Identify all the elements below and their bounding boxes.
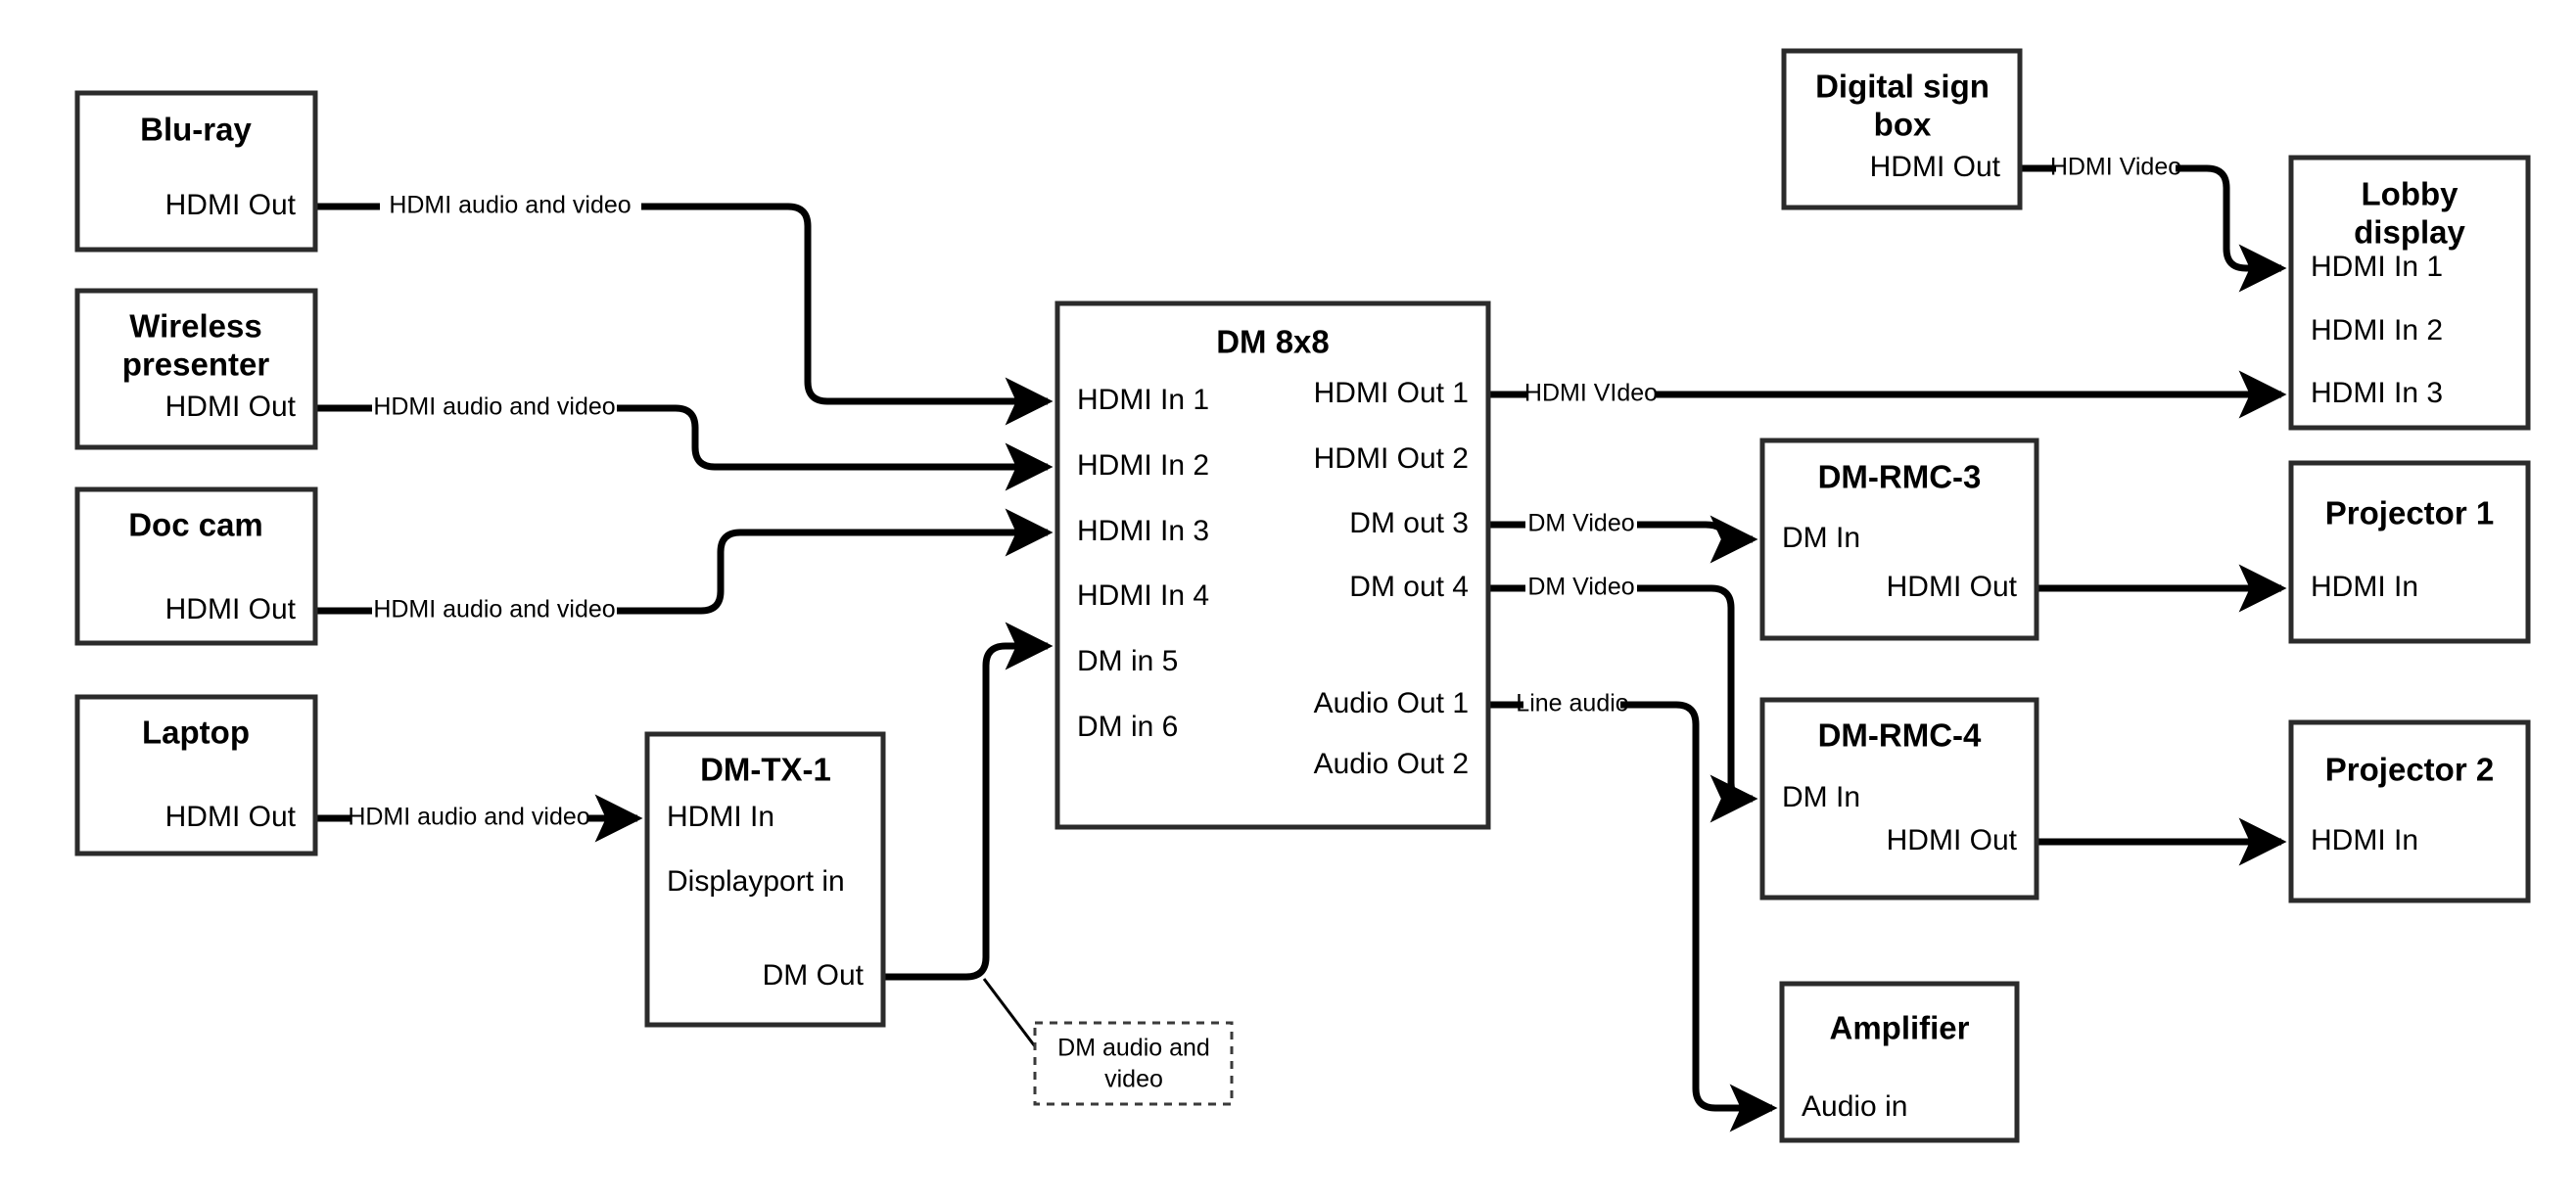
device-amplifier[interactable]: Amplifier Audio in (1779, 981, 2020, 1143)
wire-doccam-to-dm-in3: HDMI audio and video (315, 508, 1054, 624)
laptop-box[interactable] (74, 694, 318, 856)
dm-8x8-output-dm-out-3: DM out 3 (1349, 507, 1469, 539)
bluray-title: Blu-ray (140, 112, 252, 148)
dm-8x8-output-dm-out-4: DM out 4 (1349, 571, 1469, 603)
device-bluray[interactable]: Blu-ray HDMI Out (74, 90, 318, 253)
projector-2-title: Projector 2 (2325, 752, 2494, 788)
dm-rmc-3-box[interactable] (1759, 438, 2039, 641)
lobby-display-port-hdmi-in-3: HDMI In 3 (2311, 377, 2443, 409)
dm-8x8-input-hdmi-in-2: HDMI In 2 (1077, 449, 1209, 482)
wire-bluray-to-dm-in1: HDMI audio and video (315, 192, 1054, 426)
wireless-presenter-port-hdmi-out: HDMI Out (165, 391, 297, 423)
dm-rmc-4-title: DM-RMC-4 (1818, 717, 1982, 754)
laptop-title: Laptop (142, 715, 250, 751)
dm-rmc-3-port-dm-in: DM In (1782, 522, 1860, 554)
bluray-port-hdmi-out: HDMI Out (165, 189, 297, 221)
amplifier-box[interactable] (1779, 981, 2020, 1143)
wire-dmtx-to-dm-in5 (883, 622, 1054, 981)
dm-8x8-input-hdmi-in-1: HDMI In 1 (1077, 384, 1209, 416)
wire-dmout3-to-rmc3: DM Video (1488, 510, 1758, 564)
projector-2-box[interactable] (2288, 719, 2531, 903)
projector-1-port-hdmi-in: HDMI In (2311, 571, 2418, 603)
wire-audioout1-to-amplifier: Line audio (1488, 690, 1778, 1132)
digital-sign-box[interactable] (1781, 48, 2023, 210)
dm-tx-1-port-dm-out: DM Out (763, 959, 865, 992)
amplifier-title: Amplifier (1829, 1010, 1969, 1046)
dm-8x8-input-dm-in-5: DM in 5 (1077, 645, 1178, 677)
callout-leader-line (982, 978, 1040, 1051)
wire-label-dm-video-3: DM Video (1527, 510, 1634, 537)
wire-label-bluray: HDMI audio and video (389, 192, 631, 219)
dm-8x8-output-audio-out-1: Audio Out 1 (1314, 687, 1469, 719)
dm-8x8-input-hdmi-in-3: HDMI In 3 (1077, 515, 1209, 547)
device-projector-2[interactable]: Projector 2 HDMI In (2288, 719, 2531, 903)
lobby-display-port-hdmi-in-2: HDMI In 2 (2311, 314, 2443, 346)
doc-cam-title: Doc cam (128, 507, 263, 543)
callout-dm-audio-video-line2: video (1104, 1066, 1163, 1093)
dm-8x8-output-hdmi-out-1: HDMI Out 1 (1314, 377, 1469, 409)
device-dm-tx-1[interactable]: DM-TX-1 HDMI In Displayport in DM Out (644, 731, 886, 1028)
bluray-box[interactable] (74, 90, 318, 253)
device-dm-rmc-4[interactable]: DM-RMC-4 DM In HDMI Out (1759, 697, 2039, 901)
lobby-display-title-line1: Lobby (2362, 176, 2459, 212)
dm-8x8-output-hdmi-out-2: HDMI Out 2 (1314, 442, 1469, 475)
wireless-presenter-title-line2: presenter (122, 346, 270, 383)
laptop-port-hdmi-out: HDMI Out (165, 801, 297, 833)
projector-1-box[interactable] (2288, 460, 2531, 644)
wire-label-hdmi-video-out1: HDMI VIdeo (1524, 380, 1658, 407)
dm-rmc-4-port-dm-in: DM In (1782, 781, 1860, 813)
dm-rmc-4-port-hdmi-out: HDMI Out (1887, 824, 2018, 856)
wire-sign-to-lobby-in1: HDMI Video (2020, 154, 2287, 293)
lobby-display-port-hdmi-in-1: HDMI In 1 (2311, 251, 2443, 283)
lobby-display-box[interactable] (2288, 155, 2531, 431)
wire-label-doccam: HDMI audio and video (373, 596, 615, 624)
dm-8x8-output-audio-out-2: Audio Out 2 (1314, 748, 1469, 780)
device-wireless-presenter[interactable]: Wireless presenter HDMI Out (74, 288, 318, 450)
device-doc-cam[interactable]: Doc cam HDMI Out (74, 486, 318, 646)
wire-dmout4-to-rmc4: DM Video (1488, 574, 1758, 823)
wire-hdmiout1-to-lobby-in3: HDMI VIdeo (1488, 370, 2287, 419)
device-digital-sign-box[interactable]: Digital sign box HDMI Out (1781, 48, 2023, 210)
wire-label-wireless: HDMI audio and video (373, 393, 615, 421)
device-lobby-display[interactable]: Lobby display HDMI In 1 HDMI In 2 HDMI I… (2288, 155, 2531, 431)
callout-dm-audio-and-video: DM audio and video (1033, 1021, 1234, 1106)
doc-cam-port-hdmi-out: HDMI Out (165, 593, 297, 625)
wire-label-dm-video-4: DM Video (1527, 574, 1634, 601)
dm-tx-1-port-displayport-in: Displayport in (667, 865, 845, 898)
device-projector-1[interactable]: Projector 1 HDMI In (2288, 460, 2531, 644)
device-dm-rmc-3[interactable]: DM-RMC-3 DM In HDMI Out (1759, 438, 2039, 641)
dm-rmc-4-box[interactable] (1759, 697, 2039, 901)
wireless-presenter-title-line1: Wireless (129, 308, 261, 345)
wire-label-hdmi-video-sign: HDMI Video (2050, 154, 2181, 181)
dm-rmc-3-port-hdmi-out: HDMI Out (1887, 571, 2018, 603)
wire-wireless-to-dm-in2: HDMI audio and video (315, 393, 1054, 491)
wire-laptop-to-dmtx: HDMI audio and video (315, 794, 643, 843)
device-dm-8x8[interactable]: DM 8x8 HDMI In 1 HDMI In 2 HDMI In 3 HDM… (1054, 300, 1491, 830)
dm-tx-1-box[interactable] (644, 731, 886, 1028)
digital-sign-title-line1: Digital sign (1815, 69, 1990, 105)
wireless-presenter-box[interactable] (74, 288, 318, 450)
callout-dm-audio-video-line1: DM audio and (1057, 1035, 1210, 1062)
dm-tx-1-title: DM-TX-1 (700, 752, 831, 788)
lobby-display-title-line2: display (2354, 214, 2465, 251)
digital-sign-title-line2: box (1874, 107, 1932, 143)
wire-label-line-audio: Line audio (1516, 690, 1628, 717)
projector-2-port-hdmi-in: HDMI In (2311, 824, 2418, 856)
dm-8x8-box[interactable] (1054, 300, 1491, 830)
device-laptop[interactable]: Laptop HDMI Out (74, 694, 318, 856)
dm-rmc-3-title: DM-RMC-3 (1818, 459, 1982, 495)
dm-8x8-input-hdmi-in-4: HDMI In 4 (1077, 579, 1209, 612)
callout-dm-audio-video-box (1033, 1021, 1234, 1106)
projector-1-title: Projector 1 (2325, 495, 2494, 531)
doc-cam-box[interactable] (74, 486, 318, 646)
dm-8x8-title: DM 8x8 (1216, 324, 1330, 360)
dm-8x8-input-dm-in-6: DM in 6 (1077, 711, 1178, 743)
wire-label-laptop: HDMI audio and video (348, 804, 589, 831)
dm-tx-1-port-hdmi-in: HDMI In (667, 801, 774, 833)
amplifier-port-audio-in: Audio in (1802, 1090, 1907, 1123)
digital-sign-port-hdmi-out: HDMI Out (1870, 151, 2001, 183)
